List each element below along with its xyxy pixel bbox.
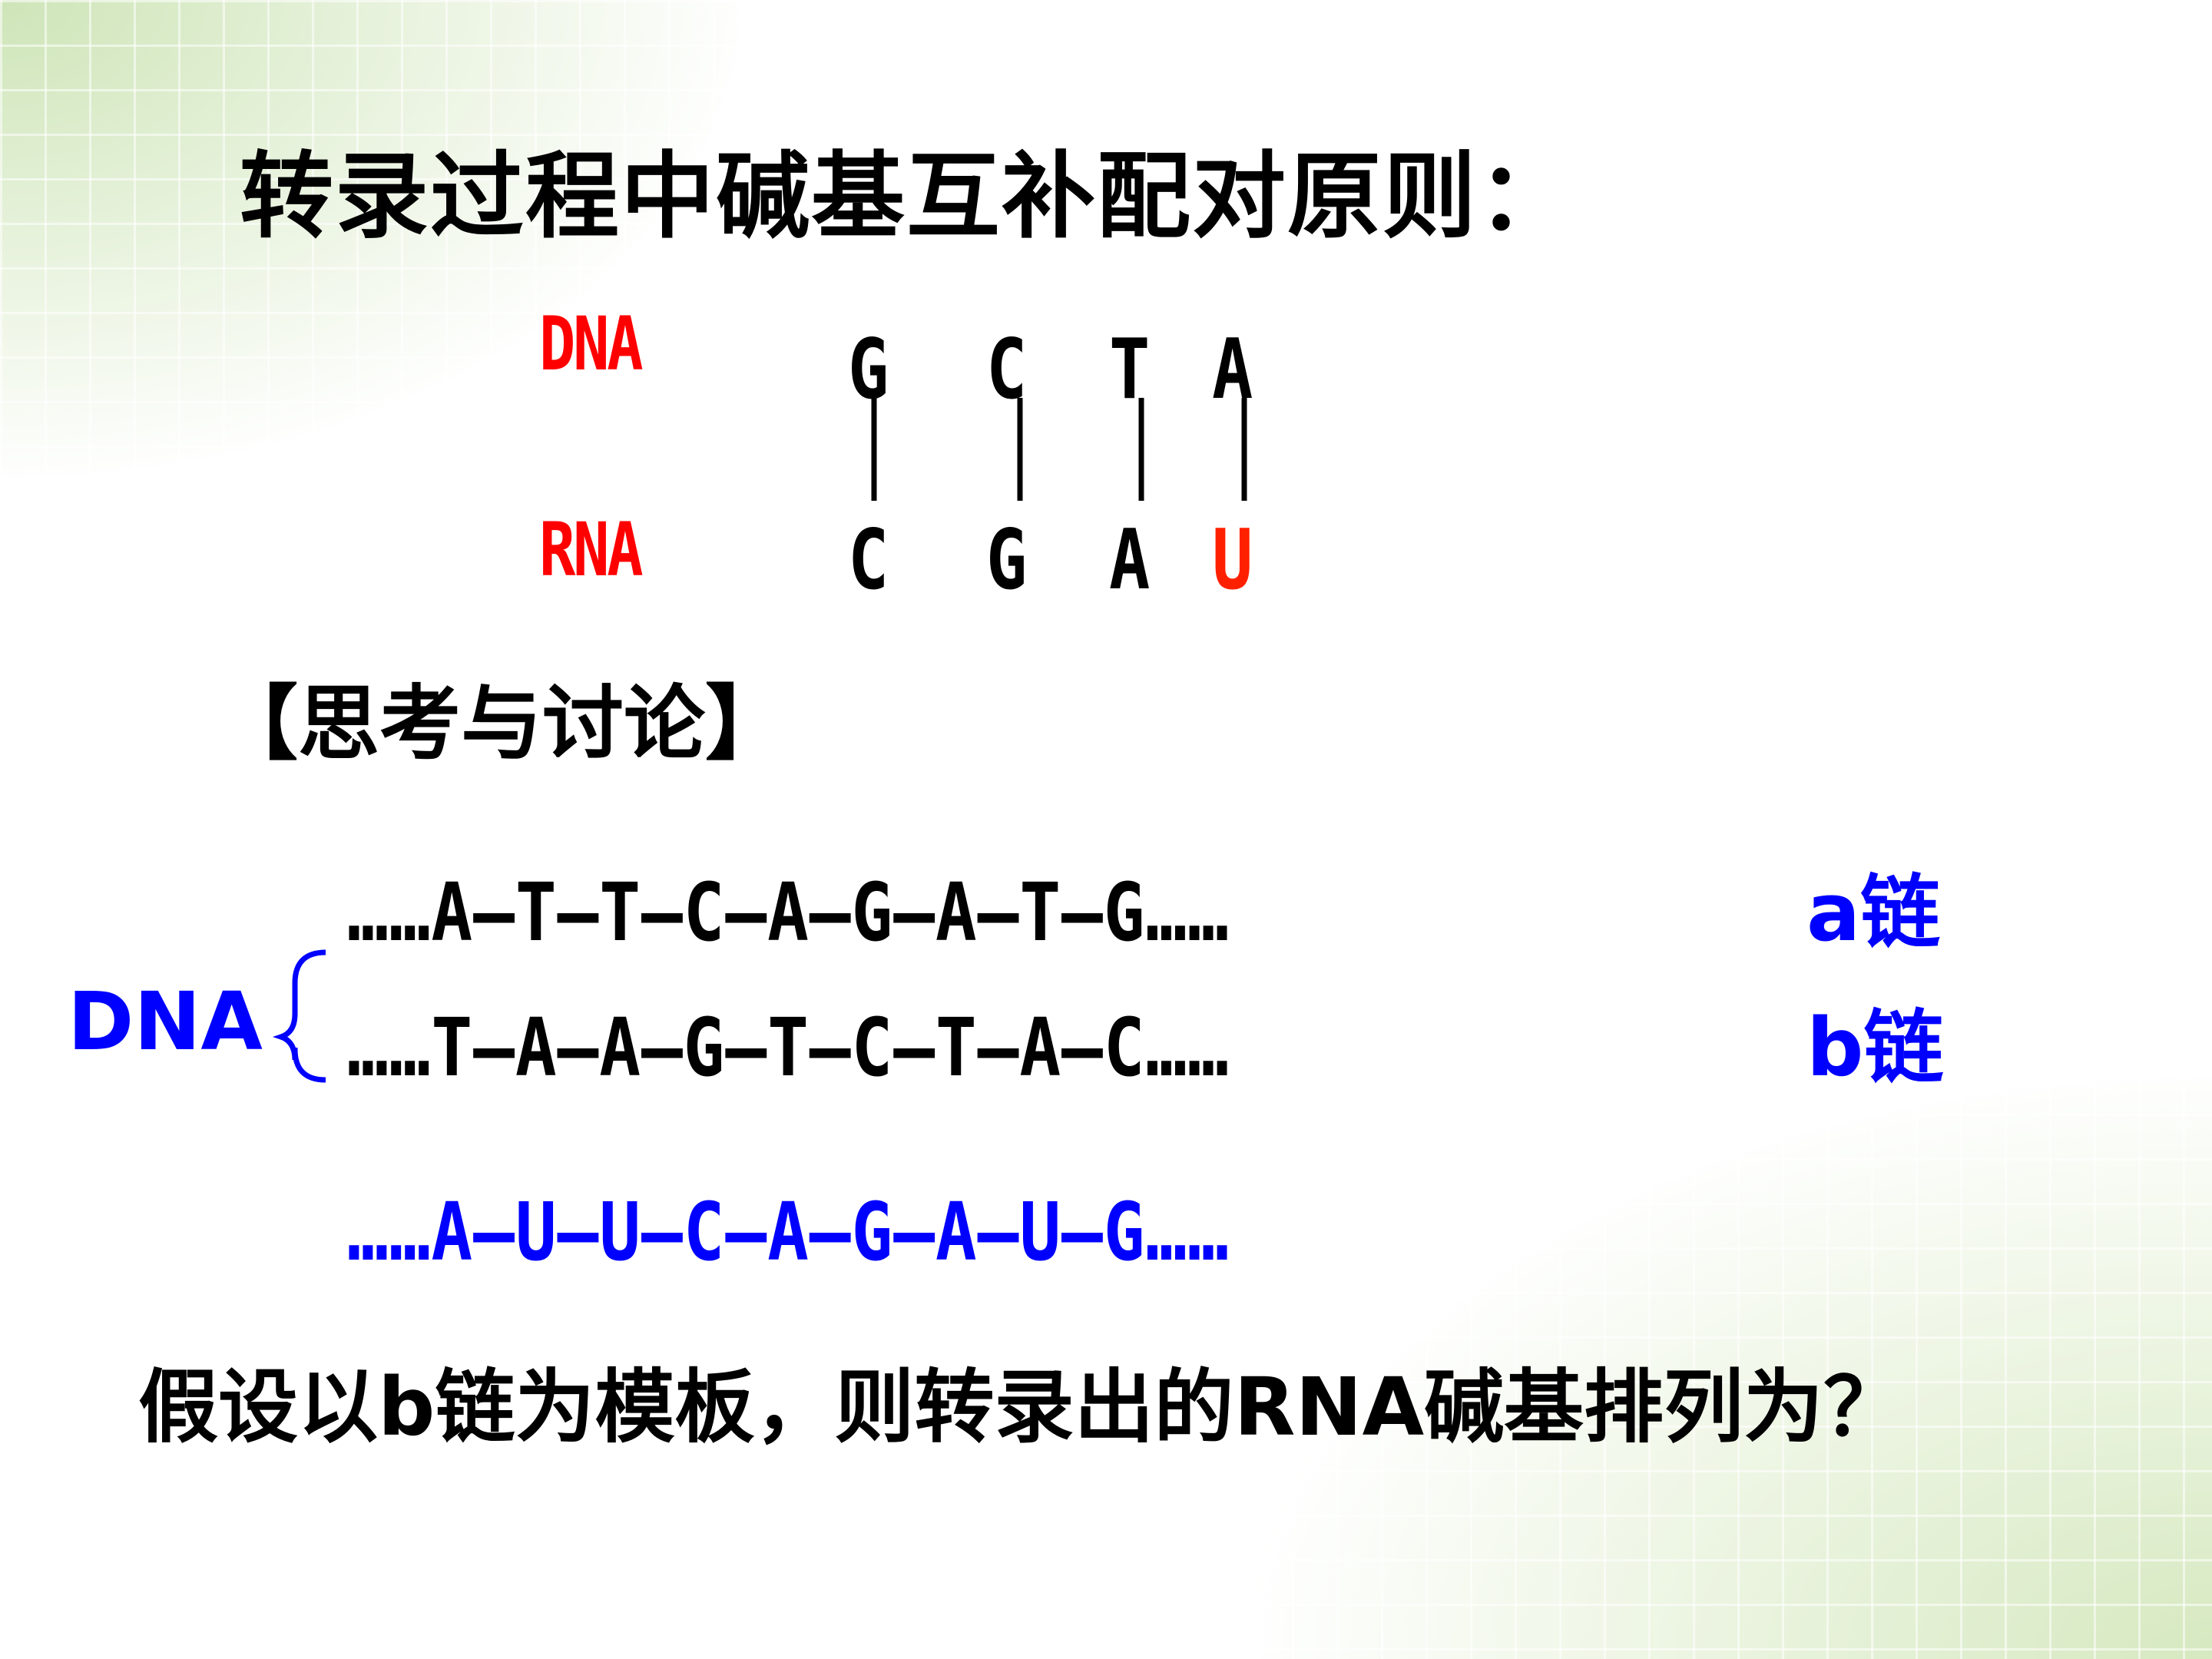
rna-label: RNA [539, 507, 644, 593]
dna-base-2: C [986, 322, 1028, 418]
dna-base-3: T [1109, 322, 1151, 418]
rna-base-1: C [848, 512, 889, 608]
rna-base-3: A [1109, 512, 1151, 608]
slide-title: 转录过程中碱基互补配对原则： [240, 142, 1573, 251]
question-text: 假设以b链为模板，则转录出的RNA碱基排列为？ [138, 1360, 1904, 1454]
b-strand-sequence: ……T—A—A—G—T—C—T—A—C…… [347, 1001, 1230, 1094]
rna-base-2: G [986, 512, 1028, 608]
dna-label: DNA [539, 301, 644, 387]
discussion-heading: 【思考与讨论】 [217, 677, 786, 771]
dna-brace [272, 949, 326, 1083]
dna-base-4: A [1212, 322, 1253, 418]
b-strand-label: b链 [1806, 1001, 1944, 1094]
dna-base-1: G [848, 322, 889, 418]
rna-strand-sequence: ……A—U—U—C—A—G—A—U—G…… [347, 1185, 1230, 1279]
dna-strands-label: DNA [68, 975, 263, 1068]
a-strand-sequence: ……A—T—T—C—A—G—A—T—G…… [347, 866, 1230, 959]
rna-base-4: U [1212, 512, 1253, 608]
a-strand-label: a链 [1806, 866, 1941, 959]
